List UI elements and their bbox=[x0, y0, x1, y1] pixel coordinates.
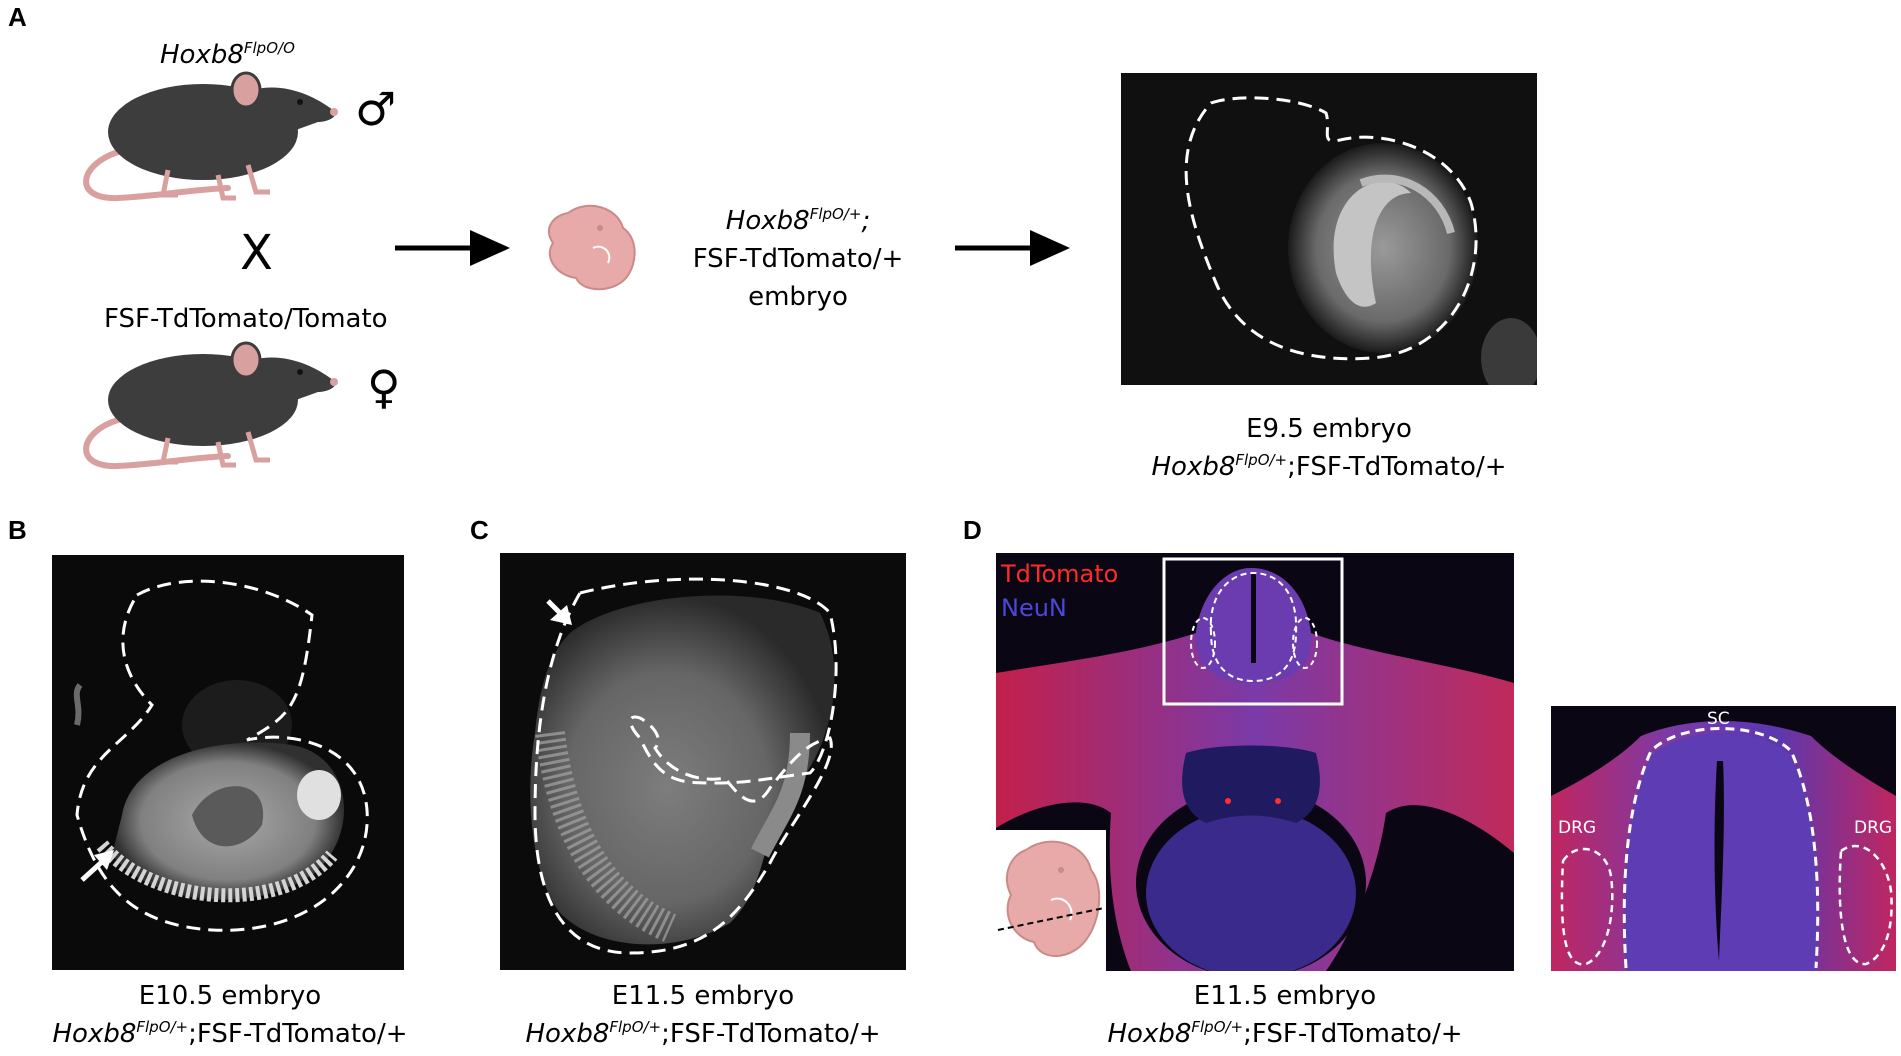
offspring-genotype: Hoxb8FlpO/+; FSF-TdTomato/+ embryo bbox=[668, 202, 928, 316]
panel-d-caption-sup: FlpO/+ bbox=[1191, 1018, 1244, 1036]
male-genotype-base: Hoxb8 bbox=[160, 40, 244, 70]
e9-5-embryo-image bbox=[1121, 73, 1537, 385]
panel-d-caption-base: Hoxb8 bbox=[1107, 1019, 1192, 1049]
panel-b-caption-line1: E10.5 embryo bbox=[138, 981, 322, 1011]
arrow-right-icon bbox=[395, 230, 510, 266]
panel-letter-c: C bbox=[470, 515, 489, 545]
embryo-illustration bbox=[548, 204, 636, 291]
male-symbol: ♂ bbox=[355, 82, 397, 136]
panel-d-caption: E11.5 embryo Hoxb8FlpO/+;FSF-TdTomato/+ bbox=[1065, 977, 1505, 1053]
panel-a-caption-sup: FlpO/+ bbox=[1235, 451, 1288, 469]
panel-d-caption-line1: E11.5 embryo bbox=[1193, 981, 1377, 1011]
panel-a-caption-base: Hoxb8 bbox=[1151, 452, 1236, 482]
inset-label-drg-right: DRG bbox=[1854, 818, 1893, 838]
section-plane-inset bbox=[996, 830, 1106, 971]
offspring-genotype-line2: FSF-TdTomato/+ bbox=[692, 244, 904, 274]
e11-5-embryo-image bbox=[500, 553, 906, 970]
female-genotype-label: FSF-TdTomato/Tomato bbox=[104, 304, 388, 334]
panel-b-caption-rest: ;FSF-TdTomato/+ bbox=[188, 1019, 408, 1049]
offspring-genotype-base: Hoxb8 bbox=[725, 206, 810, 236]
male-genotype-sup: FlpO/O bbox=[243, 39, 295, 57]
legend-neun: NeuN bbox=[1001, 594, 1067, 622]
offspring-genotype-sup: FlpO/+ bbox=[809, 205, 862, 223]
female-symbol: ♀ bbox=[367, 360, 401, 414]
offspring-genotype-line3: embryo bbox=[748, 282, 848, 312]
offspring-genotype-suffix: ; bbox=[861, 206, 871, 236]
panel-c-caption-sup: FlpO/+ bbox=[609, 1018, 662, 1036]
cross-symbol: X bbox=[240, 225, 273, 281]
panel-c-caption: E11.5 embryo Hoxb8FlpO/+;FSF-TdTomato/+ bbox=[483, 977, 923, 1053]
panel-letter-b: B bbox=[8, 515, 27, 545]
panel-a-caption-line1: E9.5 embryo bbox=[1246, 414, 1412, 444]
panel-b-caption: E10.5 embryo Hoxb8FlpO/+;FSF-TdTomato/+ bbox=[10, 977, 450, 1053]
panel-c-caption-base: Hoxb8 bbox=[525, 1019, 610, 1049]
legend-tdtomato: TdTomato bbox=[1001, 560, 1119, 588]
panel-c-caption-line1: E11.5 embryo bbox=[611, 981, 795, 1011]
male-mouse-illustration bbox=[83, 71, 338, 202]
e11-5-section-image bbox=[996, 553, 1514, 971]
panel-d-caption-rest: ;FSF-TdTomato/+ bbox=[1243, 1019, 1463, 1049]
panel-a-caption: E9.5 embryo Hoxb8FlpO/+;FSF-TdTomato/+ bbox=[1072, 410, 1586, 486]
inset-label-drg-left: DRG bbox=[1558, 818, 1597, 838]
female-mouse-illustration bbox=[83, 341, 338, 470]
spinal-cord-inset-image bbox=[1551, 706, 1896, 971]
arrow-right-icon bbox=[955, 230, 1070, 266]
male-genotype-label: Hoxb8FlpO/O bbox=[160, 36, 295, 74]
e10-5-embryo-image bbox=[52, 555, 404, 970]
panel-b-caption-base: Hoxb8 bbox=[52, 1019, 137, 1049]
panel-c-caption-rest: ;FSF-TdTomato/+ bbox=[661, 1019, 881, 1049]
inset-label-sc: SC bbox=[1707, 709, 1730, 729]
panel-a-caption-rest: ;FSF-TdTomato/+ bbox=[1287, 452, 1507, 482]
panel-b-caption-sup: FlpO/+ bbox=[136, 1018, 189, 1036]
panel-letter-d: D bbox=[963, 515, 982, 545]
panel-letter-a: A bbox=[8, 2, 27, 32]
